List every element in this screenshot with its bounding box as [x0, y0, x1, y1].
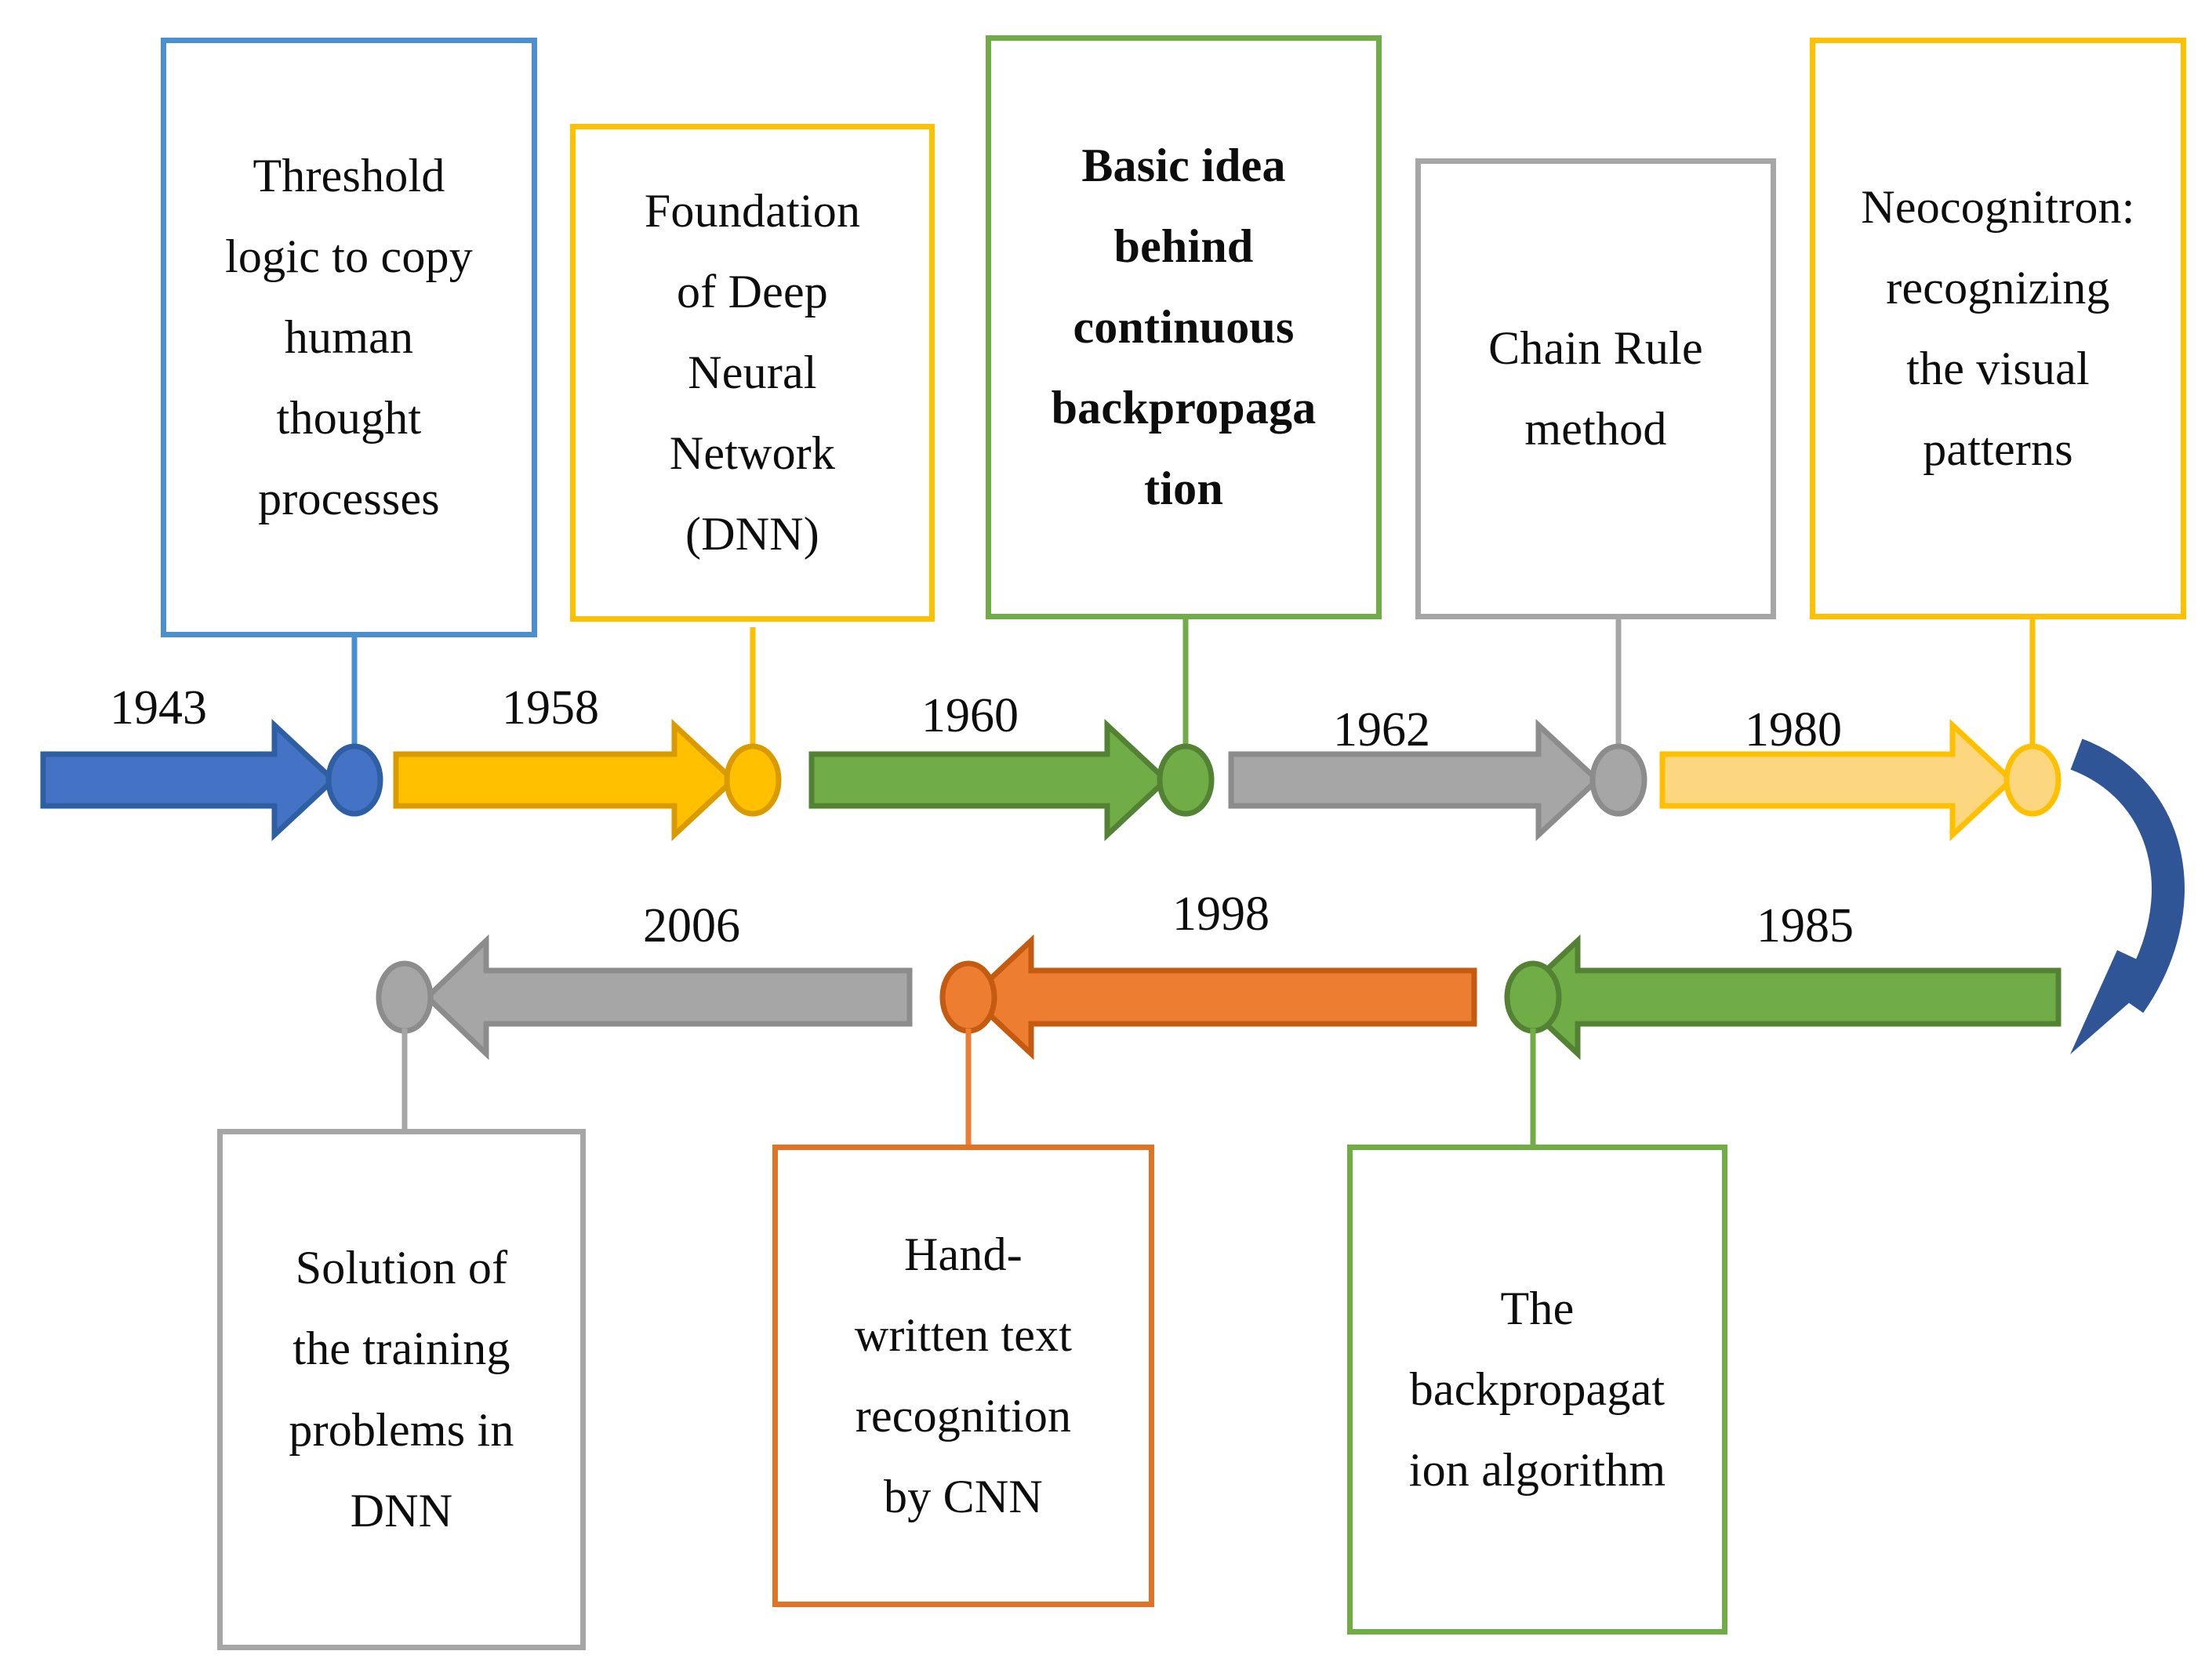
node-box-neocognitron[interactable]: Neocognitron: recognizing the visual pat… [1810, 38, 2186, 619]
node-dot-1985 [1504, 960, 1562, 1034]
node-box-cnn-handwriting[interactable]: Hand- written text recognition by CNN [772, 1145, 1154, 1607]
year-label-1980: 1980 [1745, 703, 1842, 757]
node-box-cnn-handwriting-text: Hand- written text recognition by CNN [854, 1228, 1073, 1523]
year-label-1985: 1985 [1756, 899, 1854, 952]
wraparound-curve-arrowhead [2070, 950, 2164, 1054]
node-dot-2006 [376, 960, 434, 1034]
node-box-continuous-backprop[interactable]: Basic idea behind continuous backpropaga… [986, 35, 1382, 619]
year-label-1998: 1998 [1172, 887, 1270, 941]
node-box-dnn-training-solution-text: Solution of the training problems in DNN [289, 1242, 514, 1537]
node-box-chain-rule-text: Chain Rule method [1488, 321, 1703, 455]
node-box-continuous-backprop-text: Basic idea behind continuous backpropaga… [1051, 139, 1317, 515]
year-label-1960: 1960 [921, 689, 1019, 742]
year-label-1958: 1958 [502, 681, 599, 735]
node-dot-1962 [1589, 743, 1647, 817]
node-box-chain-rule[interactable]: Chain Rule method [1415, 158, 1776, 619]
year-label-1962: 1962 [1333, 703, 1430, 757]
arrow-2006 [423, 934, 913, 1061]
node-dot-1998 [939, 960, 997, 1034]
node-box-dnn-foundation-text: Foundation of Deep Neural Network (DNN) [644, 184, 861, 561]
node-dot-1943 [325, 743, 383, 817]
node-box-backprop-algorithm-text: The backpropagat ion algorithm [1408, 1282, 1666, 1497]
node-box-threshold-logic-text: Threshold logic to copy human thought pr… [225, 149, 473, 525]
year-label-2006: 2006 [643, 899, 740, 952]
node-dot-1958 [724, 743, 782, 817]
arrow-1958 [393, 718, 738, 842]
arrow-1943 [40, 718, 338, 842]
node-dot-1980 [2003, 743, 2062, 817]
year-label-1943: 1943 [110, 681, 207, 735]
node-box-dnn-foundation[interactable]: Foundation of Deep Neural Network (DNN) [570, 124, 935, 622]
node-box-neocognitron-text: Neocognitron: recognizing the visual pat… [1861, 180, 2135, 476]
node-dot-1960 [1157, 743, 1215, 817]
arrow-1998 [966, 934, 1477, 1061]
arrow-1985 [1513, 934, 2062, 1061]
wraparound-curve-arrow [2070, 738, 2185, 1014]
node-box-dnn-training-solution[interactable]: Solution of the training problems in DNN [217, 1129, 586, 1650]
node-box-threshold-logic[interactable]: Threshold logic to copy human thought pr… [161, 38, 537, 637]
node-box-backprop-algorithm[interactable]: The backpropagat ion algorithm [1347, 1145, 1727, 1635]
